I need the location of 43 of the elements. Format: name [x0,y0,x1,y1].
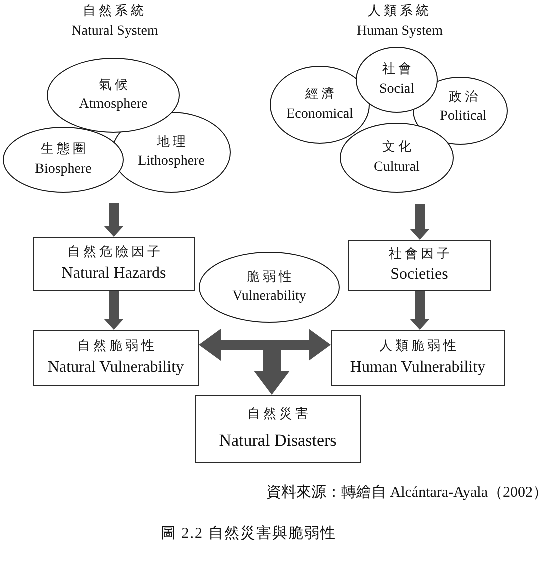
english-term: Natural Hazards [62,264,166,283]
chinese-term: 社會因子 [388,246,453,262]
english-term: Atmosphere [79,97,148,114]
factor-box [33,330,199,386]
tee-block-arrow [199,329,331,395]
block-arrow [104,203,124,237]
english-term: Societies [390,266,448,284]
english-term: Natural Disasters [219,431,337,451]
chinese-term: 脆弱性 [246,270,295,286]
system-heading: 自然系統 [83,4,147,20]
chinese-term: 自然災害 [246,407,312,424]
chinese-term: 政治 [448,90,481,106]
source-note: 資料來源：轉繪自 Alcántara-Ayala（2002） [266,484,548,502]
chinese-term: 自然危險因子 [66,245,164,261]
block-arrow [104,291,124,330]
chinese-term: 地理 [156,134,189,150]
factor-box [348,240,491,291]
chinese-term: 文化 [382,140,414,156]
english-term: Human Vulnerability [350,358,486,377]
chinese-term: 社會 [382,62,414,78]
chinese-term: 氣候 [98,78,131,94]
english-term: Social [380,82,414,98]
english-term: Political [440,109,487,126]
chinese-term: 自然脆弱性 [76,339,158,355]
english-term: Natural Vulnerability [48,358,184,377]
block-arrow [410,204,430,240]
factor-box [331,330,505,386]
english-term: Biosphere [35,162,92,178]
chinese-term: 經濟 [304,87,338,103]
english-term: Vulnerability [232,289,306,306]
factor-box [33,237,195,291]
chinese-term: 生態圈 [40,142,89,158]
chinese-term: 人類脆弱性 [378,339,460,355]
block-arrow [410,291,430,330]
figure-caption: 圖 2.2 自然災害與脆弱性 [161,525,336,543]
system-heading: 人類系統 [368,4,432,20]
system-heading: Human System [357,24,443,41]
system-heading: Natural System [72,24,158,41]
english-term: Cultural [374,160,420,176]
outcome-box [195,395,361,463]
system-ellipse [340,123,454,193]
english-term: Economical [286,106,354,123]
english-term: Lithosphere [138,154,205,170]
